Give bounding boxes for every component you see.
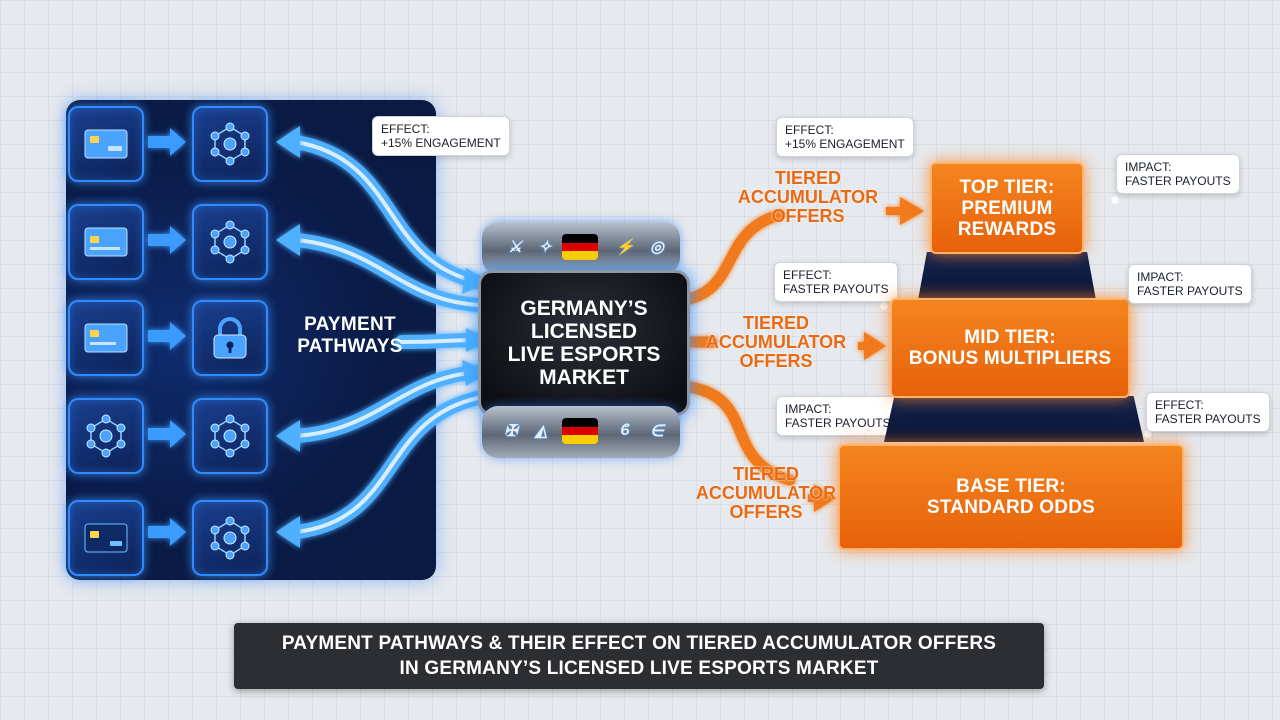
tier-base-label: BASE TIER: STANDARD ODDS [927, 476, 1095, 518]
team-logo-icon: ◎ [650, 239, 664, 256]
payment-source-5 [68, 500, 144, 576]
callout-value: FASTER PAYOUTS [783, 282, 889, 296]
germany-flag-icon [562, 234, 598, 260]
hub-top-ring: ⚔ ✧ ⚡ ◎ [482, 222, 680, 274]
credit-card-icon [84, 129, 128, 159]
engagement-callout-left: EFFECT: +15% ENGAGEMENT [372, 116, 510, 156]
offer-arrows [808, 197, 924, 512]
offer-curve-1 [678, 209, 786, 306]
offer-arrow-3 [808, 484, 836, 512]
arrow-row-1 [148, 128, 186, 156]
tier-top: TOP TIER: PREMIUM REWARDS [930, 162, 1084, 254]
payment-pathways-label: PAYMENT PATHWAYS [297, 314, 403, 357]
offer-curve-3 [678, 380, 796, 486]
callout-value: +15% ENGAGEMENT [785, 137, 905, 151]
callout-value: FASTER PAYOUTS [1137, 284, 1243, 298]
team-logo-icon: ✧ [538, 239, 552, 256]
payment-target-4 [192, 398, 268, 474]
arrow-row-3 [148, 322, 186, 350]
team-logo-icon: ⚡ [615, 239, 635, 256]
hub-bottom-ring: ✠ ◭ ϐ ∈ [482, 406, 680, 458]
pyramid-step-upper [918, 252, 1096, 300]
payment-source-3 [68, 300, 144, 376]
offer-arrow-2 [858, 332, 886, 360]
callout-value: FASTER PAYOUTS [1125, 174, 1231, 188]
offer-label-1: TIERED ACCUMULATOR OFFERS [737, 168, 879, 226]
team-logo-icon: ⚔ [507, 239, 523, 256]
credit-card-icon [84, 227, 128, 257]
team-logo-icon: ∈ [650, 423, 664, 440]
offer-label-2: TIERED ACCUMULATOR OFFERS [705, 313, 847, 371]
tier-mid: MID TIER: BONUS MULTIPLIERS [890, 298, 1130, 398]
team-logo-icon: ◭ [534, 423, 548, 440]
payment-target-2 [192, 204, 268, 280]
blockchain-network-icon [210, 414, 250, 458]
payment-target-1 [192, 106, 268, 182]
callout-key: IMPACT: [1125, 160, 1172, 174]
hub-screen: GERMANY’S LICENSED LIVE ESPORTS MARKET [478, 270, 690, 416]
tier-base: BASE TIER: STANDARD ODDS [838, 444, 1184, 550]
payment-source-4 [68, 398, 144, 474]
pathway-curve-1 [289, 135, 485, 289]
offer-callout-3: IMPACT: FASTER PAYOUTS [776, 396, 900, 436]
payment-target-3 [192, 300, 268, 376]
offer-arrow-1 [886, 197, 924, 225]
team-logo-icon: ✠ [504, 423, 518, 440]
callout-value: FASTER PAYOUTS [1155, 412, 1261, 426]
callout-key: EFFECT: [783, 268, 832, 282]
germany-flag-icon [562, 418, 598, 444]
callout-value: FASTER PAYOUTS [785, 416, 891, 430]
caption-line-2: IN GERMANY’S LICENSED LIVE ESPORTS MARKE… [399, 658, 879, 679]
tier-top-label: TOP TIER: PREMIUM REWARDS [957, 176, 1057, 240]
flag-stripe-red [562, 242, 598, 252]
blockchain-network-icon [210, 516, 250, 560]
callout-key: EFFECT: [381, 122, 430, 136]
callout-key: IMPACT: [1137, 270, 1184, 284]
pathway-arrowheads [276, 126, 488, 548]
pyramid-step-lower [884, 396, 1144, 442]
payment-source-1 [68, 106, 144, 182]
blockchain-network-icon [86, 414, 126, 458]
callout-key: IMPACT: [785, 402, 832, 416]
credit-card-icon [84, 323, 128, 353]
caption-banner: PAYMENT PATHWAYS & THEIR EFFECT ON TIERE… [234, 623, 1044, 689]
tier-callout-top: IMPACT: FASTER PAYOUTS [1116, 154, 1240, 194]
payment-target-5 [192, 500, 268, 576]
callout-value: +15% ENGAGEMENT [381, 136, 501, 150]
blockchain-network-icon [210, 220, 250, 264]
tier-callout-base: EFFECT: FASTER PAYOUTS [1146, 392, 1270, 432]
arrow-row-2 [148, 226, 186, 254]
arrow-row-5 [148, 518, 186, 546]
blockchain-network-icon [210, 122, 250, 166]
caption-line-1: PAYMENT PATHWAYS & THEIR EFFECT ON TIERE… [281, 633, 997, 654]
offer-callout-1: EFFECT: +15% ENGAGEMENT [776, 117, 914, 157]
hub-title: GERMANY’S LICENSED LIVE ESPORTS MARKET [507, 297, 661, 389]
tier-callout-mid: IMPACT: FASTER PAYOUTS [1128, 264, 1252, 304]
callout-key: EFFECT: [1155, 398, 1204, 412]
pathway-curve-5 [289, 391, 485, 539]
credit-card-icon [84, 523, 128, 553]
offer-callout-2: EFFECT: FASTER PAYOUTS [774, 262, 898, 302]
payment-source-2 [68, 204, 144, 280]
small-arrows [148, 128, 186, 546]
arrow-row-4 [148, 420, 186, 448]
flag-stripe-gold [562, 251, 598, 260]
flag-stripe-black [562, 234, 598, 243]
tier-mid-label: MID TIER: BONUS MULTIPLIERS [908, 327, 1112, 369]
big-logo-icon: ϐ [620, 422, 630, 439]
callout-key: EFFECT: [785, 123, 834, 137]
offer-label-3: TIERED ACCUMULATOR OFFERS [695, 464, 837, 522]
padlock-icon [213, 317, 247, 359]
